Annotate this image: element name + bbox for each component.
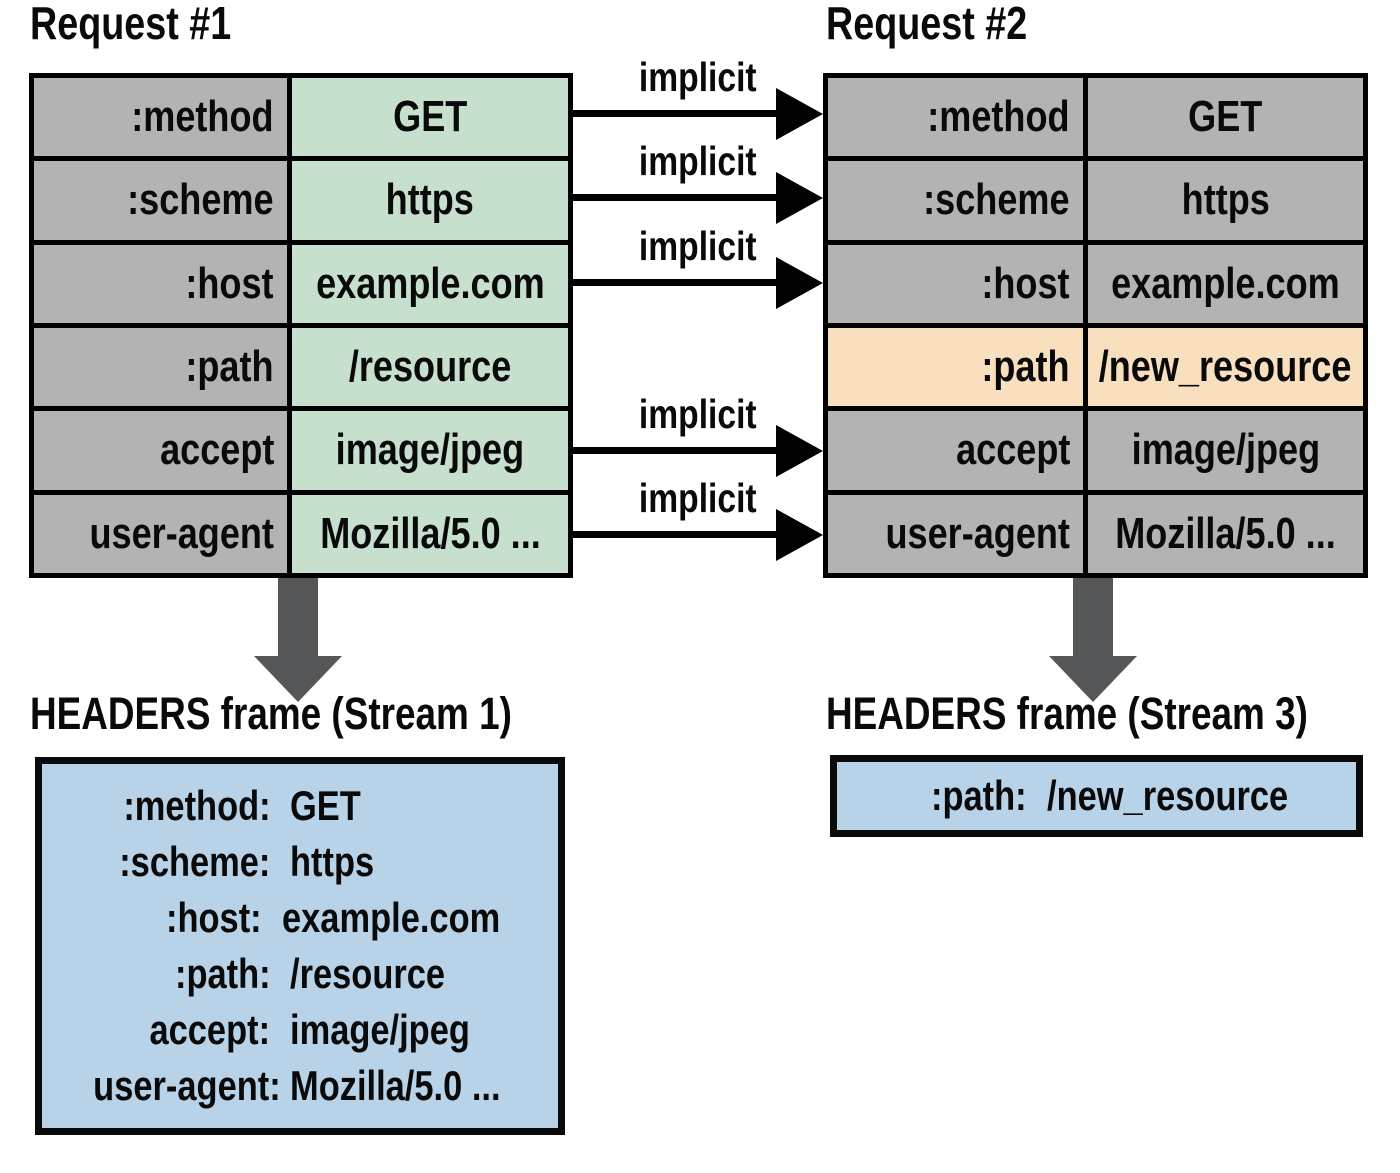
request2-title: Request #2 [826, 0, 1071, 50]
frame-line-key: user-agent: [93, 1062, 281, 1109]
r2-path-key-highlighted: :path [828, 328, 1083, 407]
request1-table: :method GET :scheme https :host example.… [29, 73, 573, 578]
r2-host-value: example.com [1088, 244, 1363, 323]
arrow-head-icon [776, 172, 823, 224]
frame-line-key: :path: [174, 950, 271, 997]
request1-title: Request #1 [30, 0, 275, 50]
frame-line-key: accept: [149, 1006, 271, 1053]
down-arrow-shaft [278, 578, 318, 658]
request1-title-text: Request #1 [30, 0, 232, 49]
arrow-line [573, 447, 785, 454]
r1-accept-value: image/jpeg [292, 411, 568, 490]
frame-line-value: https [290, 838, 375, 885]
frame3-line-path: :path: /new_resource [847, 768, 1346, 825]
request2-table: :method GET :scheme https :host example.… [823, 73, 1368, 578]
frame1-title: HEADERS frame (Stream 1) [30, 688, 512, 739]
implicit-arrow-host: implicit [573, 223, 823, 315]
frame-line-key: :path: [930, 772, 1027, 819]
r2-method-value: GET [1088, 78, 1363, 157]
r2-useragent-key: user-agent [828, 494, 1083, 573]
frame3-title: HEADERS frame (Stream 3) [826, 688, 1308, 739]
arrow-head-icon [776, 88, 823, 140]
r2-method-key: :method [828, 78, 1083, 157]
implicit-arrow-method: implicit [573, 54, 823, 146]
frame1-box: :method: GET :scheme: https :host: examp… [35, 757, 565, 1135]
implicit-arrow-useragent: implicit [573, 475, 823, 567]
r2-scheme-value: https [1088, 161, 1363, 240]
r2-scheme-key: :scheme [828, 161, 1083, 240]
arrow-line [573, 531, 785, 538]
r1-method-key: :method [34, 78, 287, 157]
r2-host-key: :host [828, 244, 1083, 323]
implicit-arrow-accept: implicit [573, 391, 823, 483]
r1-accept-key: accept [34, 411, 287, 490]
down-arrow-left-icon [254, 578, 342, 702]
frame-line-key: :method: [122, 782, 271, 829]
r1-scheme-key: :scheme [34, 161, 287, 240]
implicit-label: implicit [639, 391, 757, 437]
frame-line-value: GET [290, 782, 362, 829]
implicit-arrow-scheme: implicit [573, 138, 823, 230]
arrow-head-icon [776, 257, 823, 309]
down-arrow-head [254, 656, 342, 702]
r1-useragent-key: user-agent [34, 494, 287, 573]
implicit-label: implicit [639, 138, 757, 184]
frame-line-value: image/jpeg [290, 1006, 471, 1053]
implicit-label: implicit [639, 475, 757, 521]
down-arrow-shaft [1073, 578, 1113, 658]
frame1-line-useragent: user-agent: Mozilla/5.0 ... [52, 1058, 548, 1114]
frame3-box: :path: /new_resource [830, 755, 1363, 837]
frame-line-value: Mozilla/5.0 ... [290, 1062, 501, 1109]
frame1-line-path: :path: /resource [52, 946, 548, 1002]
down-arrow-right-icon [1049, 578, 1137, 702]
frame1-line-host: :host: example.com [52, 890, 548, 946]
frame1-line-method: :method: GET [52, 778, 548, 834]
r2-path-value-highlighted: /new_resource [1088, 328, 1363, 407]
r1-host-key: :host [34, 244, 287, 323]
frame1-line-scheme: :scheme: https [52, 834, 548, 890]
frame1-line-accept: accept: image/jpeg [52, 1002, 548, 1058]
arrow-head-icon [776, 509, 823, 561]
implicit-label: implicit [639, 223, 757, 269]
r1-host-value: example.com [292, 244, 568, 323]
frame-line-key: :scheme: [119, 838, 271, 885]
frame-line-key: :host: [166, 894, 262, 941]
r2-useragent-value: Mozilla/5.0 ... [1088, 494, 1363, 573]
frame-line-value: /resource [290, 950, 446, 997]
r1-path-key: :path [34, 328, 287, 407]
down-arrow-head [1049, 656, 1137, 702]
implicit-label: implicit [639, 54, 757, 100]
r1-path-value: /resource [292, 328, 568, 407]
r1-method-value: GET [292, 78, 568, 157]
frame-line-value: example.com [281, 894, 501, 941]
arrow-line [573, 279, 785, 286]
arrow-line [573, 194, 785, 201]
r1-scheme-value: https [292, 161, 568, 240]
request2-title-text: Request #2 [826, 0, 1028, 49]
r2-accept-key: accept [828, 411, 1083, 490]
r2-accept-value: image/jpeg [1088, 411, 1363, 490]
arrow-head-icon [776, 425, 823, 477]
r1-useragent-value: Mozilla/5.0 ... [292, 494, 568, 573]
frame-line-value: /new_resource [1046, 772, 1288, 819]
arrow-line [573, 110, 785, 117]
